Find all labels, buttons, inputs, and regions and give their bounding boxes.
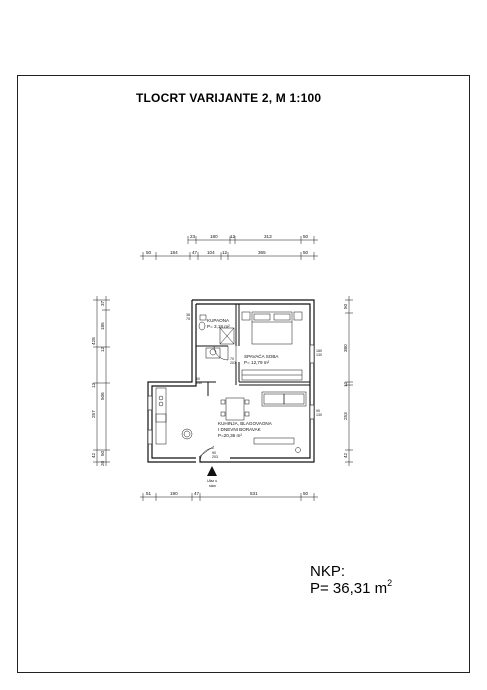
- dim-label: 257: [91, 410, 96, 418]
- dim-label: 20: [100, 460, 105, 466]
- dim-label: 531: [250, 491, 258, 496]
- living-name-1: KUHINJA, BLAGOVAONA: [218, 421, 273, 426]
- dim-label: 50: [343, 303, 348, 309]
- dim-label: 104: [207, 250, 215, 255]
- dim-label: 50: [303, 250, 309, 255]
- dim-label: 23: [190, 234, 196, 239]
- windows: [147, 344, 315, 445]
- dim-label: 184: [170, 250, 178, 255]
- dim-label: 50: [100, 450, 105, 456]
- dim-label: 37: [100, 300, 105, 306]
- entrance-label: stan: [209, 484, 216, 488]
- dim-label: 428: [91, 337, 96, 345]
- nkp-area: P= 36,31 m2: [310, 578, 393, 597]
- left-dimension-labels: 37 185 12 428 12 257 506 42 50 20: [91, 300, 105, 466]
- bathroom-area: P= 3,18 m²: [207, 324, 230, 329]
- living-furniture: [155, 387, 307, 453]
- dim-label: 190: [170, 491, 178, 496]
- dim-label: 185: [100, 322, 105, 330]
- nkp-area-unit: 2: [387, 578, 393, 588]
- bathroom-fixtures: [198, 314, 235, 359]
- dim-label: 313: [264, 234, 272, 239]
- bedroom-area: P= 12,79 m²: [244, 360, 270, 365]
- bedroom-furniture: [241, 311, 303, 381]
- dim-label: 365: [258, 250, 266, 255]
- nkp-area-value: P= 36,31 m: [310, 580, 388, 597]
- dim-label: 12: [343, 381, 348, 387]
- nkp-label: NKP:: [310, 563, 346, 580]
- dim-label: 12: [230, 234, 236, 239]
- dim-label: 253: [343, 412, 348, 420]
- side-dimension-lines: [93, 296, 353, 466]
- entrance-arrow-icon: [207, 466, 217, 476]
- dim-label: 50: [146, 250, 152, 255]
- drawing-title: TLOCRT VARIJANTE 2, M 1:100: [136, 91, 322, 105]
- right-dimension-labels: 50 380 12 253 42: [343, 303, 348, 458]
- bedroom-name: SPAVAĆA SOBA: [244, 353, 279, 359]
- dim-label: 50: [303, 491, 309, 496]
- dim-label: 12: [91, 382, 96, 388]
- dim-label: 506: [100, 392, 105, 400]
- dim-label: 47: [194, 491, 200, 496]
- living-name-2: I DNEVNI BORAVAK: [218, 427, 262, 432]
- top-dimension-lines: [140, 236, 318, 501]
- dim-label: 12: [100, 346, 105, 352]
- dim-label: 47: [192, 250, 198, 255]
- living-area: P=20,36 m²: [218, 433, 242, 438]
- top-dimension-labels: 23 180 12 313 50 50 184 47 104 12 365 50…: [146, 234, 309, 496]
- bathroom-name: KUPAONA: [207, 318, 230, 323]
- dim-label: 42: [91, 452, 96, 458]
- entrance-label: Ulaz u: [207, 479, 217, 483]
- dim-label: 12: [222, 250, 228, 255]
- dim-label: 180: [210, 234, 218, 239]
- dim-label: 380: [343, 344, 348, 352]
- drawing-sheet-border: [17, 75, 470, 673]
- room-labels: KUPAONA P= 3,18 m² SPAVAĆA SOBA P= 12,79…: [207, 318, 279, 438]
- entrance-marker: Ulaz u stan: [207, 466, 217, 488]
- doors: [199, 345, 237, 463]
- dim-label: 42: [343, 452, 348, 458]
- interior-walls: [196, 304, 310, 396]
- dim-label: 50: [303, 234, 309, 239]
- dim-label: 51: [146, 491, 152, 496]
